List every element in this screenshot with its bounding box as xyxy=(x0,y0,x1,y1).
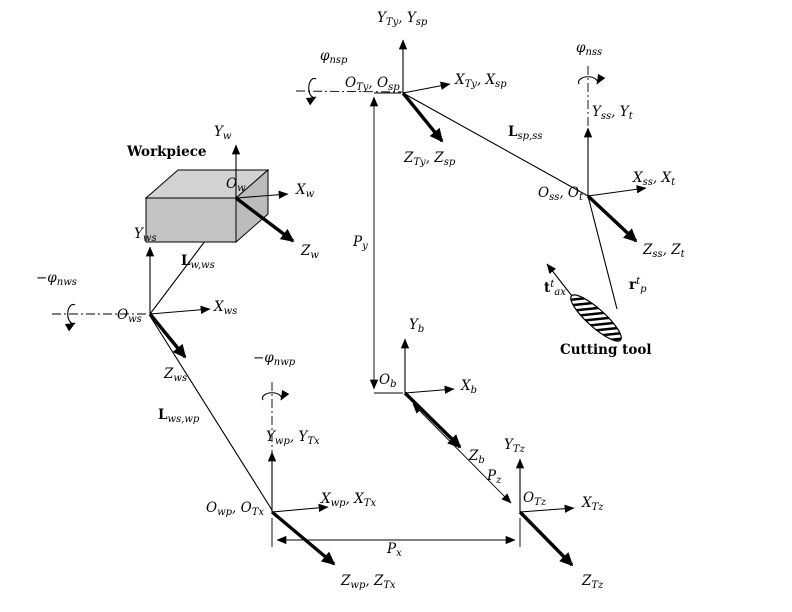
cutting-tool-caption: Cutting tool xyxy=(560,342,652,358)
label-x-b: Xb xyxy=(461,378,478,396)
workpiece-caption: Workpiece xyxy=(127,144,207,160)
label-phi-nsp: φnsp xyxy=(320,48,348,66)
cutting-tool-body xyxy=(570,294,622,342)
label-x-tz: XTz xyxy=(582,495,604,513)
label-z-ty-sp: ZTy, Zsp xyxy=(404,150,456,168)
x-axis-ty-sp xyxy=(402,81,451,94)
z-axis-b xyxy=(403,391,462,449)
x-axis-ws xyxy=(149,305,211,315)
label-p-y: Py xyxy=(353,234,368,252)
label-o-ss-t: Oss, Ot xyxy=(538,185,584,203)
label-phi-nss: φnss xyxy=(576,40,603,58)
label-y-ws: Yws xyxy=(134,226,157,244)
phi-nsp-rotation-arrow-icon xyxy=(305,77,317,106)
label-neg-phi-nwp: −φnwp xyxy=(253,350,296,368)
label-x-ss-t: Xss, Xt xyxy=(633,170,676,188)
phi-nwp-rotation-arrow-icon xyxy=(261,389,290,401)
x-axis-w xyxy=(235,190,289,199)
z-axis-ws xyxy=(148,312,187,359)
label-z-b: Zb xyxy=(469,448,485,466)
link-line-ws-wp xyxy=(149,315,273,511)
label-y-ss-t: Yss, Yt xyxy=(592,104,633,122)
label-x-wp-tx: Xwp, XTx xyxy=(321,491,377,509)
label-l-ws-wp: Lws,wp xyxy=(158,407,200,425)
label-p-z: Pz xyxy=(487,468,502,486)
label-o-wp-tx: Owp, OTx xyxy=(206,500,265,518)
z-axis-ty-sp xyxy=(401,91,444,143)
pz-dimension-line xyxy=(412,403,512,504)
label-l-w-ws: Lw,ws xyxy=(181,253,215,271)
label-o-tz: OTz xyxy=(523,490,547,508)
workpiece-front-face xyxy=(145,197,237,243)
label-x-ty-sp: XTy, Xsp xyxy=(455,72,507,90)
label-z-w: Zw xyxy=(301,243,319,261)
label-o-ws: Ows xyxy=(117,307,142,325)
x-axis-tz xyxy=(519,504,575,513)
label-neg-phi-nws: −φnws xyxy=(36,270,77,288)
z-axis-w xyxy=(234,196,295,243)
z-axis-wp-tx xyxy=(270,510,336,566)
r-p-tool-position-line xyxy=(587,195,618,310)
label-z-ss-t: Zss, Zt xyxy=(643,242,685,260)
label-o-ty-sp: OTy, Osp xyxy=(345,75,400,93)
z-axis-tz xyxy=(518,510,574,567)
label-y-wp-tx: Ywp, YTx xyxy=(266,429,320,447)
cutting-tool-ellipse xyxy=(570,294,622,342)
label-x-w: Xw xyxy=(296,182,315,200)
x-axis-ss-t xyxy=(587,185,647,197)
x-axis-wp-tx xyxy=(271,503,329,513)
sp-rotation-axis-line xyxy=(295,90,403,93)
x-axis-b xyxy=(404,385,455,394)
link-line-sp-ss xyxy=(402,92,589,197)
label-z-tz: ZTz xyxy=(582,573,604,591)
label-o-b: Ob xyxy=(379,372,397,390)
phi-nss-rotation-arrow-icon xyxy=(577,73,606,85)
label-z-wp-tx: Zwp, ZTx xyxy=(341,573,396,591)
label-y-w: Yw xyxy=(214,124,232,142)
label-y-ty-sp: YTy, Ysp xyxy=(377,10,428,28)
label-y-b: Yb xyxy=(409,317,425,335)
label-l-sp-ss: Lsp,ss xyxy=(508,124,543,142)
label-tool-axis-vector: ttax xyxy=(544,279,566,298)
tool-axis-vector-arrow xyxy=(546,263,573,297)
label-z-ws: Zws xyxy=(164,366,188,384)
label-r-p-vector: rtp xyxy=(629,276,647,295)
label-y-tz: YTz xyxy=(504,437,525,455)
label-p-x: Px xyxy=(387,541,402,559)
z-axis-ss-t xyxy=(586,194,638,243)
phi-nws-rotation-arrow-icon xyxy=(64,303,76,332)
label-o-w: Ow xyxy=(226,176,246,194)
label-x-ws: Xws xyxy=(214,299,238,317)
